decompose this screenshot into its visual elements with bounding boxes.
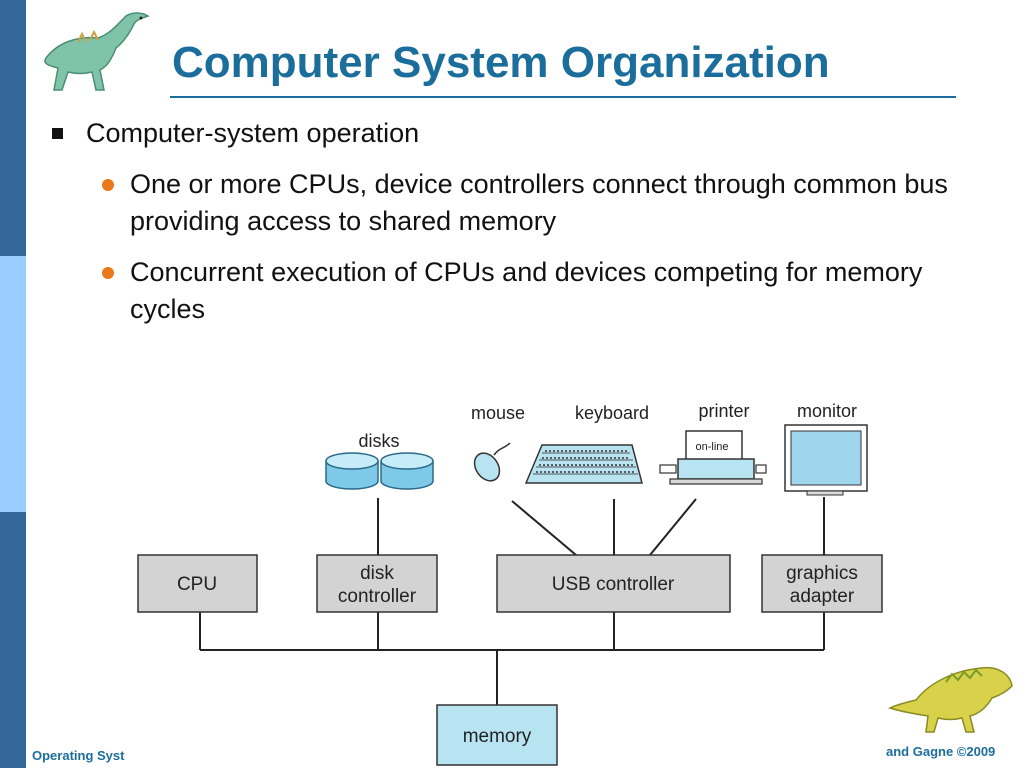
bullet-level2: One or more CPUs, device controllers con…	[48, 166, 948, 240]
mouse-label: mouse	[471, 403, 525, 423]
printer-icon	[659, 430, 767, 485]
bullet-level2-text: One or more CPUs, device controllers con…	[130, 169, 948, 236]
memory-label: memory	[463, 726, 532, 747]
disk-controller-label-line2: controller	[338, 586, 417, 607]
bus-lines	[199, 497, 825, 705]
cpu-box: CPU	[137, 554, 258, 613]
disk-icon	[325, 452, 379, 490]
side-bar-accent	[0, 256, 26, 512]
bullet-list: Computer-system operation One or more CP…	[48, 114, 948, 328]
bullet-level2-text: Concurrent execution of CPUs and devices…	[130, 257, 923, 324]
dinosaur-logo-icon	[44, 12, 150, 91]
graphics-adapter-label-line1: graphics	[786, 563, 858, 584]
usb-controller-box: USB controller	[496, 554, 731, 613]
printer-label: printer	[698, 401, 749, 421]
footer-copyright: and Gagne ©2009	[886, 744, 996, 759]
keyboard-icon	[524, 444, 643, 484]
graphics-adapter-box: graphics adapter	[761, 554, 883, 613]
dinosaur-footer-icon	[888, 666, 1013, 733]
usb-controller-label: USB controller	[552, 574, 675, 595]
slide-title: Computer System Organization	[172, 38, 830, 87]
memory-box: memory	[436, 704, 558, 766]
monitor-label: monitor	[797, 401, 857, 421]
bullet-level1: Computer-system operation	[48, 114, 948, 152]
round-bullet-icon	[102, 267, 114, 279]
disk-icon	[380, 452, 434, 490]
mouse-icon	[473, 442, 511, 482]
square-bullet-icon	[52, 128, 63, 139]
graphics-adapter-label-line2: adapter	[790, 586, 855, 607]
bullet-level2: Concurrent execution of CPUs and devices…	[48, 254, 948, 328]
monitor-icon	[784, 424, 868, 496]
bullet-level1-text: Computer-system operation	[86, 118, 420, 148]
printer-panel-label: on-line	[695, 441, 728, 453]
disk-controller-box: disk controller	[316, 554, 438, 613]
title-underline	[170, 96, 956, 98]
side-bar	[0, 0, 26, 768]
round-bullet-icon	[102, 179, 114, 191]
system-organization-diagram: disks mouse keyboard printer	[137, 401, 883, 766]
cpu-label: CPU	[177, 574, 217, 595]
keyboard-label: keyboard	[575, 403, 649, 423]
footer-course-title: Operating Syst	[32, 748, 125, 763]
disks-label: disks	[358, 431, 399, 451]
disk-controller-label-line1: disk	[360, 563, 394, 584]
